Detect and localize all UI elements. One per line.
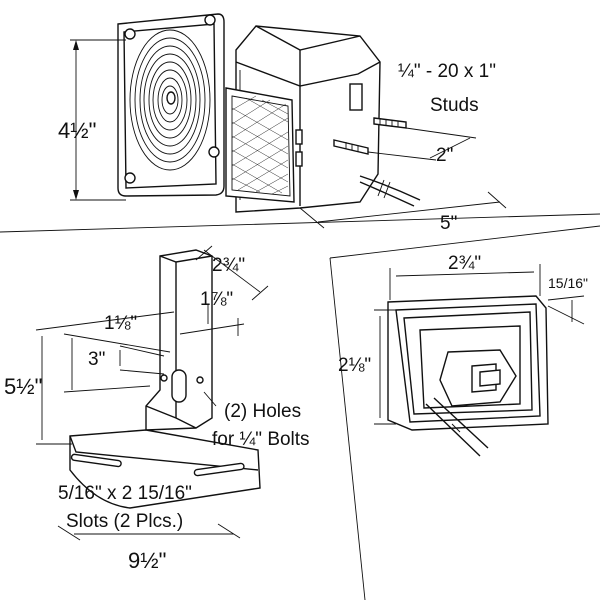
bracket [69,249,261,509]
studs-label: Studs [430,95,479,116]
side-width-label: 2¾" [448,253,482,274]
holes-label-line1: (2) Holes [224,401,302,422]
slots-count-label: Slots (2 Plcs.) [66,511,184,532]
slots-size-label: 5/16" x 2 15/16" [58,483,192,504]
lamp-housing [225,25,381,213]
side-thickness-label: 15/16" [548,275,589,291]
side-lamp [387,295,549,457]
side-height-label: 2⅛" [338,355,372,376]
dim-depth [299,191,507,229]
base-width-label: 9½" [128,548,167,573]
lens-height-label: 4½" [58,118,97,143]
dim-stud-spacing [367,127,477,161]
offset-label: 1⅛" [104,313,138,334]
panel-dividers [0,213,600,600]
lens-plate [117,13,225,197]
reflector-hatch [231,95,289,195]
depth-label: 5" [440,213,458,234]
dim-lens-height [70,39,126,201]
height-3-label: 3" [88,349,106,370]
stud-spacing-label: 2" [436,145,454,166]
holes-label-line2: for ¼" Bolts [212,429,310,450]
studs-size-label: ¼" - 20 x 1" [398,61,496,82]
bracket-width-label: 2¾" [212,255,246,276]
bracket-dims [35,245,269,541]
bracket-height-label: 5½" [4,374,43,399]
wires [359,175,421,207]
lens-rings [129,29,211,171]
hole-spacing-label: 1⅞" [200,289,234,310]
side-dims [374,264,585,425]
lens-screws [124,14,220,184]
